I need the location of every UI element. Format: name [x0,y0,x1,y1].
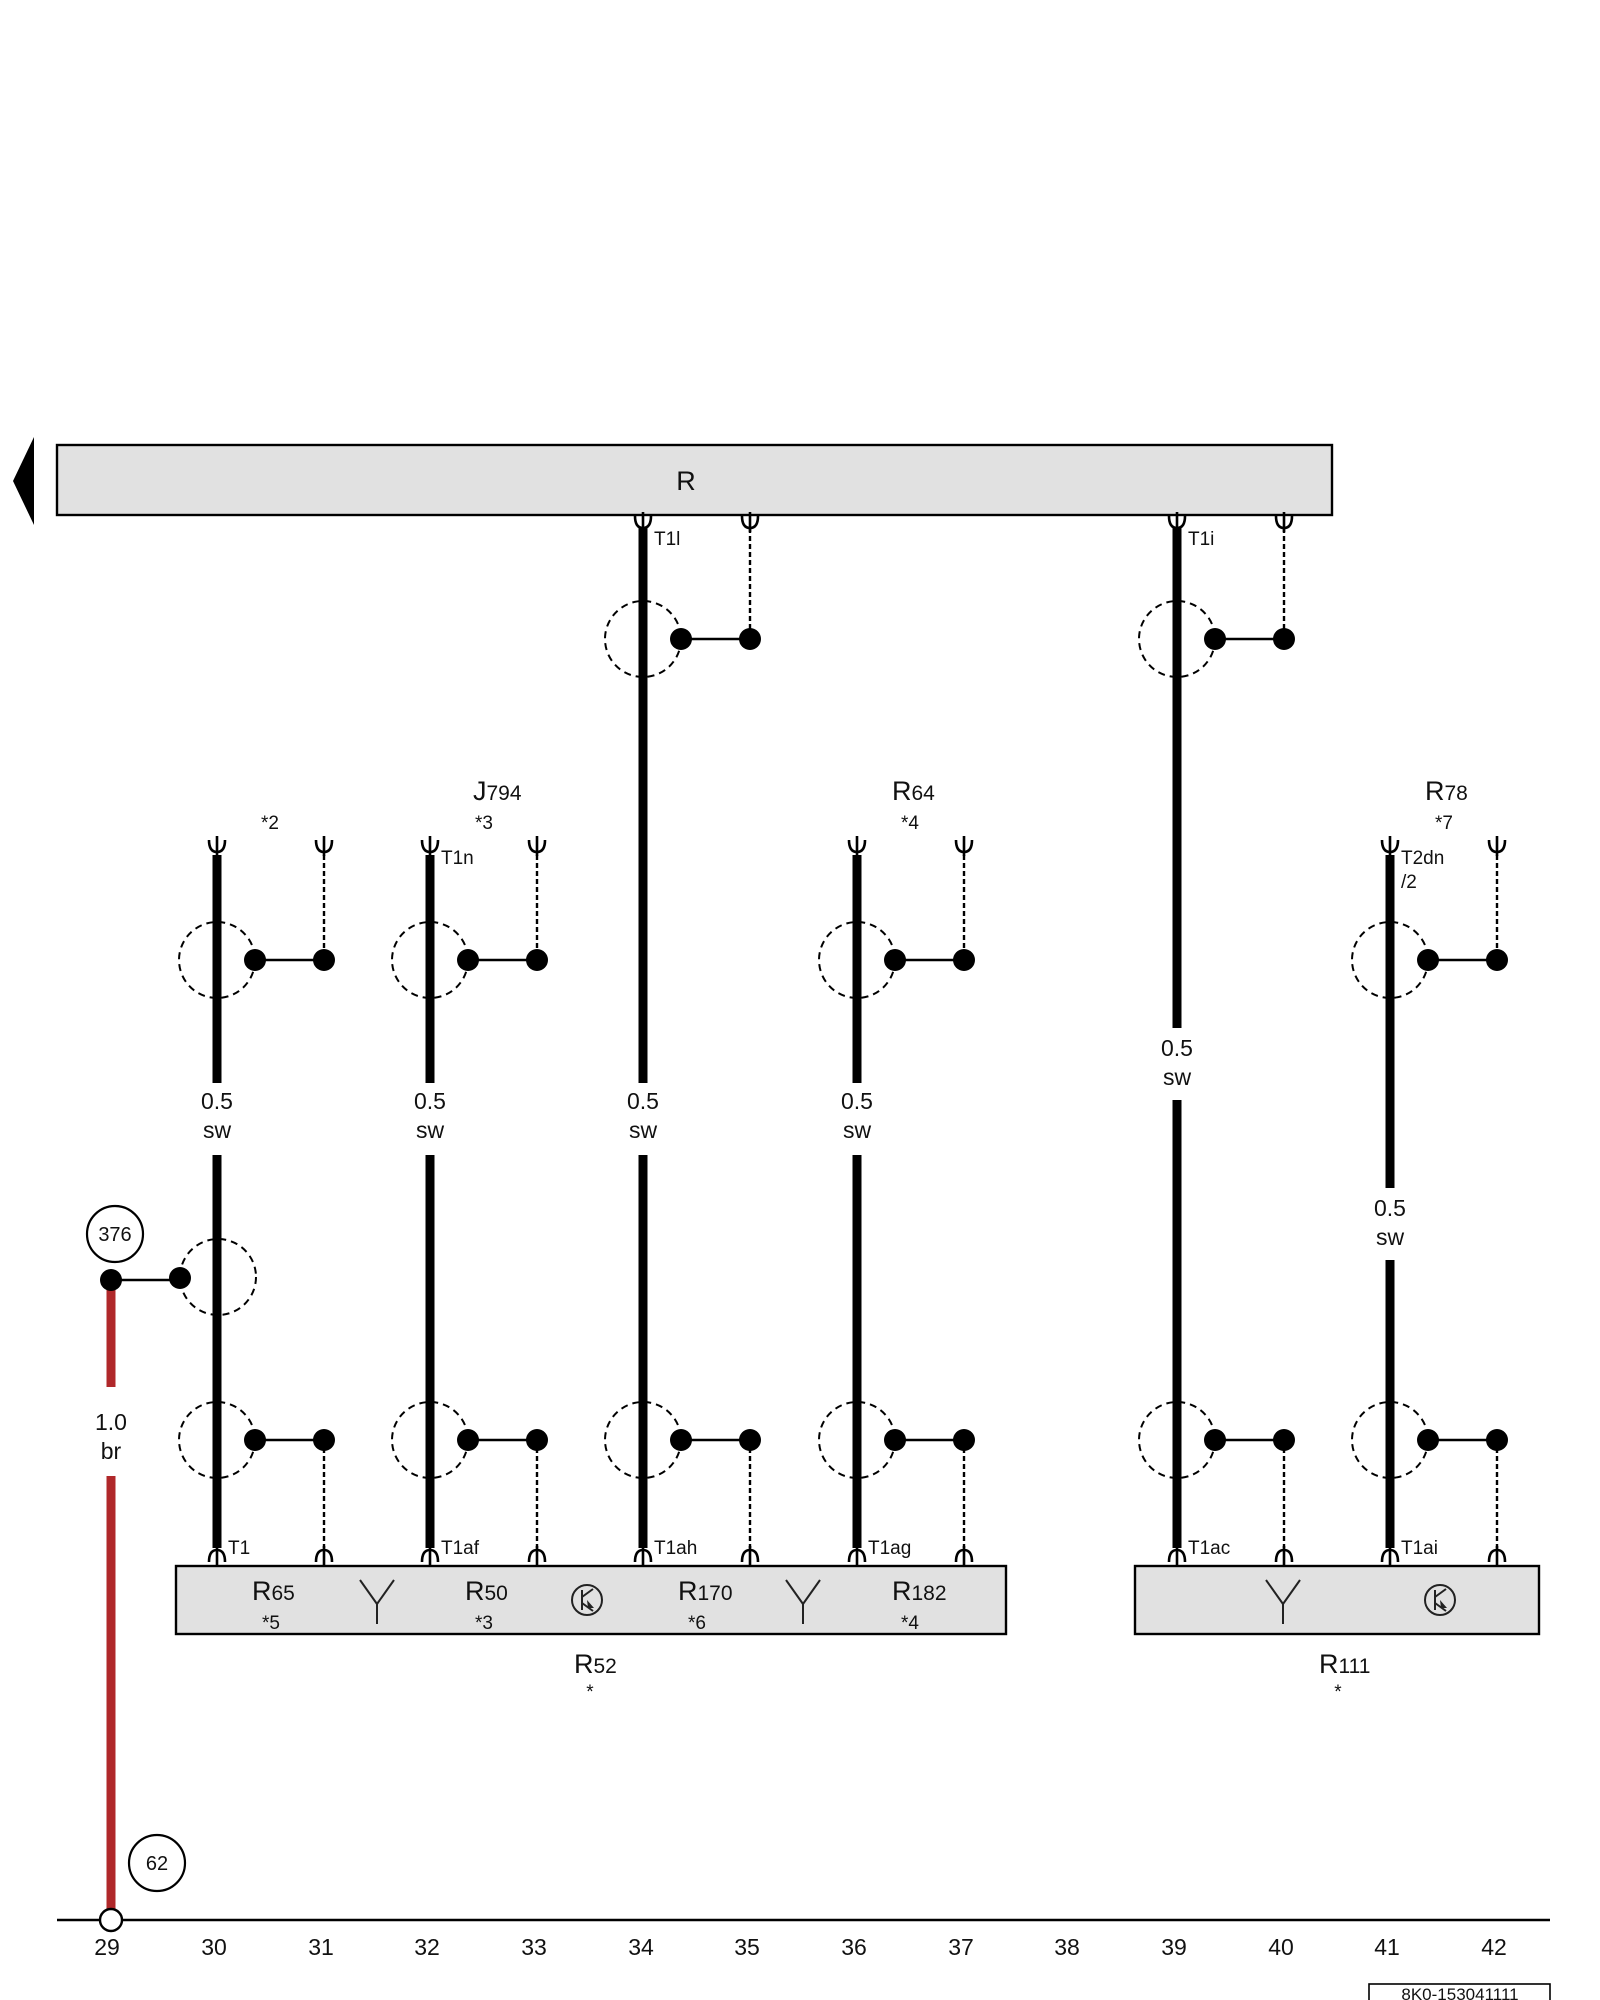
note-label: *3 [475,1613,493,1634]
column-number: 32 [414,1934,440,1960]
component-label-r78: R78 [1425,776,1468,806]
wire-color: sw [203,1117,232,1143]
module-r-label: R [676,466,696,496]
note-label: *6 [688,1613,706,1634]
wire-gauge: 0.5 [1374,1195,1406,1221]
pin-label-t1i: T1i [1188,529,1214,550]
note-label: *5 [262,1613,280,1634]
pin-label-t2dn: T2dn [1401,848,1444,869]
wire-gauge: 0.5 [841,1088,873,1114]
component-label-r170: R170 [678,1576,733,1606]
wire-column-r78 [1350,834,1510,1568]
wire-gauge: 0.5 [414,1088,446,1114]
ground-tap-dot [100,1269,122,1291]
ref-circle-376 [85,1204,145,1264]
pin-label-t2dn-sub: /2 [1401,872,1417,893]
ref-number-376: 376 [98,1224,131,1246]
pin-label-t1: T1 [228,1538,250,1559]
pin-label-t1ac: T1ac [1188,1538,1230,1559]
wire-color: sw [416,1117,445,1143]
wire-column-r65 [177,834,337,1568]
column-number: 35 [734,1934,760,1960]
column-number: 40 [1268,1934,1294,1960]
wire-color: sw [1376,1224,1405,1250]
wire-column-r170 [603,510,763,1568]
wire-column-r111-a [1137,510,1297,1568]
column-number: 39 [1161,1934,1187,1960]
ground-shield-circle [179,1238,257,1316]
wire-gauge: 0.5 [627,1088,659,1114]
ref-circle-62 [127,1833,187,1893]
column-number: 33 [521,1934,547,1960]
column-number: 37 [948,1934,974,1960]
note-label: *2 [261,813,279,834]
ground-wire-gauge: 1.0 [95,1409,127,1435]
column-number: 41 [1374,1934,1400,1960]
component-label-r65: R65 [252,1576,295,1606]
component-label-r50: R50 [465,1576,508,1606]
ref-number-62: 62 [146,1853,168,1875]
note-label: *3 [475,813,493,834]
component-label-r111: R111 [1319,1649,1370,1679]
note-label: *4 [901,1613,919,1634]
pin-label-t1n: T1n [441,848,474,869]
note-label: * [1334,1682,1342,1703]
component-label-j794: J794 [473,776,522,806]
note-label: *7 [1435,813,1453,834]
wire-column-j794 [390,834,550,1568]
lower-box-r111 [1133,1564,1541,1636]
column-number: 38 [1054,1934,1080,1960]
doc-number-box [1368,1983,1551,2000]
ground-wire-color: br [101,1438,122,1464]
column-numbers: 29 30 31 32 33 34 35 36 37 38 39 40 41 4… [94,1934,1507,1960]
pin-label-t1l: T1l [654,529,680,550]
module-r-box [55,443,1334,517]
wire-color: sw [629,1117,658,1143]
column-number: 34 [628,1934,654,1960]
pin-label-t1ag: T1ag [868,1538,911,1559]
component-label-r64: R64 [892,776,935,806]
component-label-r52: R52 [574,1649,617,1679]
note-label: * [586,1682,594,1703]
column-number: 36 [841,1934,867,1960]
wire-gauge: 0.5 [1161,1035,1193,1061]
component-label-r182: R182 [892,1576,947,1606]
column-number: 29 [94,1934,120,1960]
pin-label-t1ah: T1ah [654,1538,697,1559]
lower-box-r52 [174,1564,1008,1636]
left-arrow-icon [13,437,34,525]
wire-column-r64 [817,834,977,1568]
pin-label-t1ai: T1ai [1401,1538,1438,1559]
column-number: 30 [201,1934,227,1960]
ground-bus-terminal [98,1907,124,1933]
column-number: 31 [308,1934,334,1960]
ground-shield-dot [169,1267,191,1289]
pin-label-t1af: T1af [441,1538,480,1559]
column-number: 42 [1481,1934,1507,1960]
wire-color: sw [843,1117,872,1143]
note-label: *4 [901,813,919,834]
wire-color: sw [1163,1064,1192,1090]
wire-gauge: 0.5 [201,1088,233,1114]
doc-number: 8K0-153041111 [1401,1985,1518,2000]
